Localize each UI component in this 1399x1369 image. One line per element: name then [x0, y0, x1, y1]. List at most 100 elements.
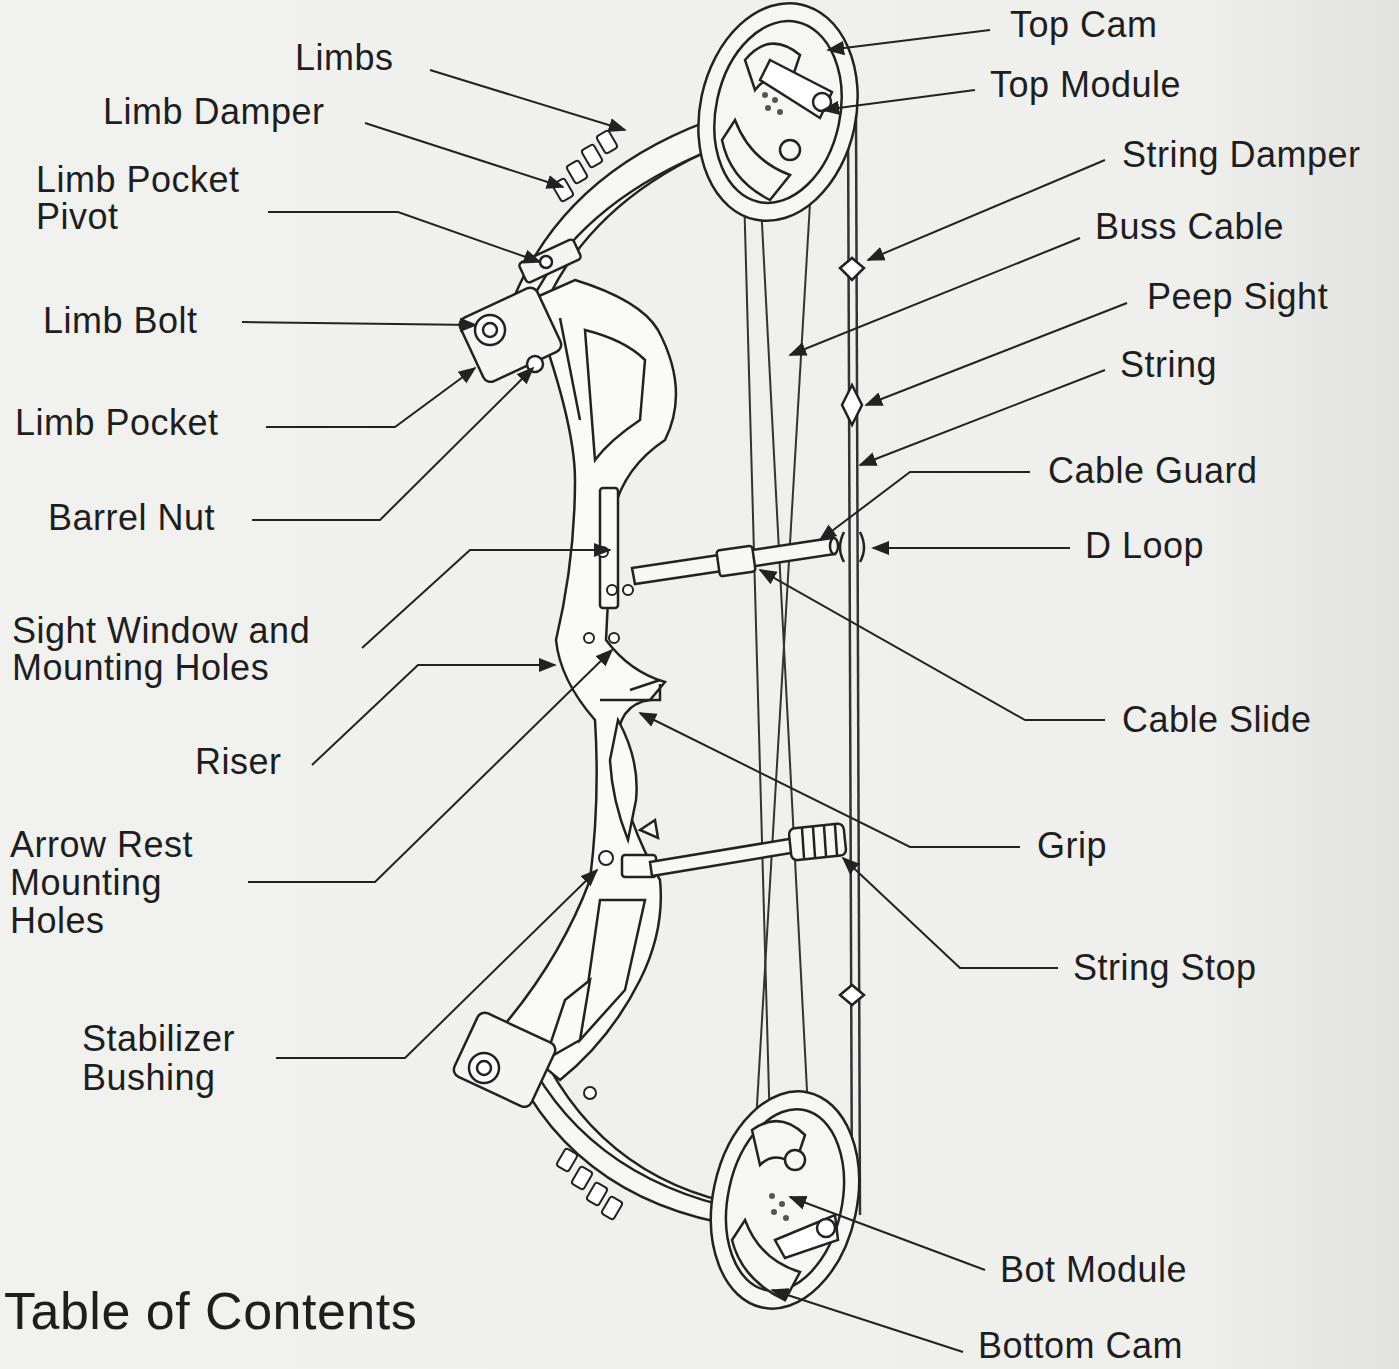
- part-label: Barrel Nut: [48, 499, 215, 536]
- mounting-hole: [584, 547, 633, 1099]
- limb-bolt: [527, 356, 543, 372]
- riser: [580, 900, 645, 1040]
- riser: [560, 318, 580, 420]
- mounting-hole: [623, 585, 633, 595]
- part-label: Bottom Cam: [978, 1327, 1183, 1364]
- cam-holes: [772, 97, 778, 103]
- mounting-hole: [599, 851, 613, 865]
- part-label: Riser: [195, 743, 282, 780]
- cam: [785, 1150, 805, 1170]
- mounting-hole: [584, 1087, 596, 1099]
- part-label: Stabilizer Bushing: [82, 1019, 282, 1097]
- leader-line: [242, 30, 1127, 1352]
- leader-line: [312, 665, 555, 765]
- limb-bolt: [469, 256, 552, 1083]
- leader-line: [430, 70, 625, 130]
- limb-bolt: [469, 1053, 499, 1083]
- stabilizer: [813, 827, 815, 857]
- string-accessory: [840, 258, 864, 1005]
- riser: [600, 684, 660, 700]
- mounting-hole: [609, 633, 619, 643]
- part-label: Arrow Rest Mounting Holes: [10, 826, 240, 940]
- limb-damper: [601, 1196, 623, 1220]
- mounting-hole: [607, 585, 617, 595]
- limb-pocket: [451, 1010, 558, 1109]
- cam-holes: [762, 92, 789, 1221]
- cable-guard: [716, 546, 755, 577]
- riser: [610, 720, 637, 840]
- buss-cable: [760, 185, 808, 1110]
- leader-line: [866, 303, 1127, 405]
- leader-line: [242, 322, 476, 325]
- stabilizer: [788, 823, 846, 861]
- leader-line: [828, 30, 990, 50]
- cam: [710, 1098, 860, 1302]
- buss-cable: [742, 120, 770, 1130]
- buss-cable: [742, 118, 815, 1190]
- leader-line: [760, 570, 1105, 720]
- limb-damper: [586, 1182, 608, 1206]
- leader-line: [790, 1197, 985, 1270]
- limb-damper: [552, 178, 574, 202]
- cam-holes: [765, 105, 771, 111]
- limb-damper: [596, 130, 618, 154]
- limb-damper: [566, 160, 588, 184]
- leader-line: [252, 368, 533, 520]
- part-label: String Stop: [1073, 949, 1257, 986]
- stabilizer: [650, 838, 797, 876]
- stabilizer: [824, 826, 826, 856]
- limb-damper: [581, 144, 603, 168]
- buss-cable: [752, 118, 815, 1190]
- limb-bolt: [540, 256, 552, 268]
- riser: [640, 820, 658, 838]
- part-label: Buss Cable: [1095, 208, 1284, 245]
- stabilizer: [650, 823, 847, 876]
- leader-line: [868, 160, 1105, 260]
- leader-line: [248, 650, 612, 882]
- limb-bolt: [477, 1061, 491, 1075]
- leader-line: [820, 472, 1030, 540]
- riser: [500, 280, 676, 1080]
- cam: [679, 0, 877, 236]
- module: [760, 60, 838, 1258]
- leader-line: [365, 123, 563, 187]
- module: [775, 1215, 838, 1258]
- part-label: Sight Window and Mounting Holes: [12, 612, 332, 686]
- part-label: String Damper: [1122, 136, 1361, 173]
- riser: [500, 280, 676, 1080]
- limb-damper: [556, 1148, 578, 1172]
- module: [817, 1219, 835, 1237]
- string-accessory: [840, 985, 864, 1005]
- part-label: Top Cam: [1010, 6, 1158, 43]
- cable-guard: [830, 538, 838, 554]
- leader-line: [843, 858, 1058, 968]
- leader-line: [266, 368, 475, 427]
- part-label: Limb Damper: [103, 93, 325, 130]
- leader-line: [276, 870, 597, 1058]
- cam: [698, 9, 858, 215]
- part-label: Peep Sight: [1147, 278, 1328, 315]
- cam: [722, 120, 790, 200]
- cam-holes: [762, 92, 768, 98]
- limb-bolt: [475, 315, 505, 345]
- cam-holes: [777, 109, 783, 115]
- mounting-hole: [598, 547, 608, 557]
- part-label: Top Module: [990, 66, 1181, 103]
- stabilizer: [802, 828, 804, 858]
- part-label: Limb Pocket Pivot: [36, 161, 276, 235]
- limb-pocket: [451, 238, 582, 1109]
- cam-holes: [783, 1215, 789, 1221]
- leader-line: [823, 90, 975, 110]
- cam-holes: [779, 1201, 785, 1207]
- mounting-hole: [584, 633, 594, 643]
- riser: [585, 330, 645, 460]
- cable-guard: [632, 538, 835, 584]
- part-label: Grip: [1037, 827, 1107, 864]
- cam: [692, 1077, 879, 1322]
- string-accessory: [840, 532, 864, 562]
- cam-holes: [769, 1193, 775, 1199]
- module: [760, 60, 832, 118]
- leader-line: [772, 1290, 963, 1352]
- part-label: Limbs: [295, 39, 394, 76]
- string-accessory: [840, 258, 864, 280]
